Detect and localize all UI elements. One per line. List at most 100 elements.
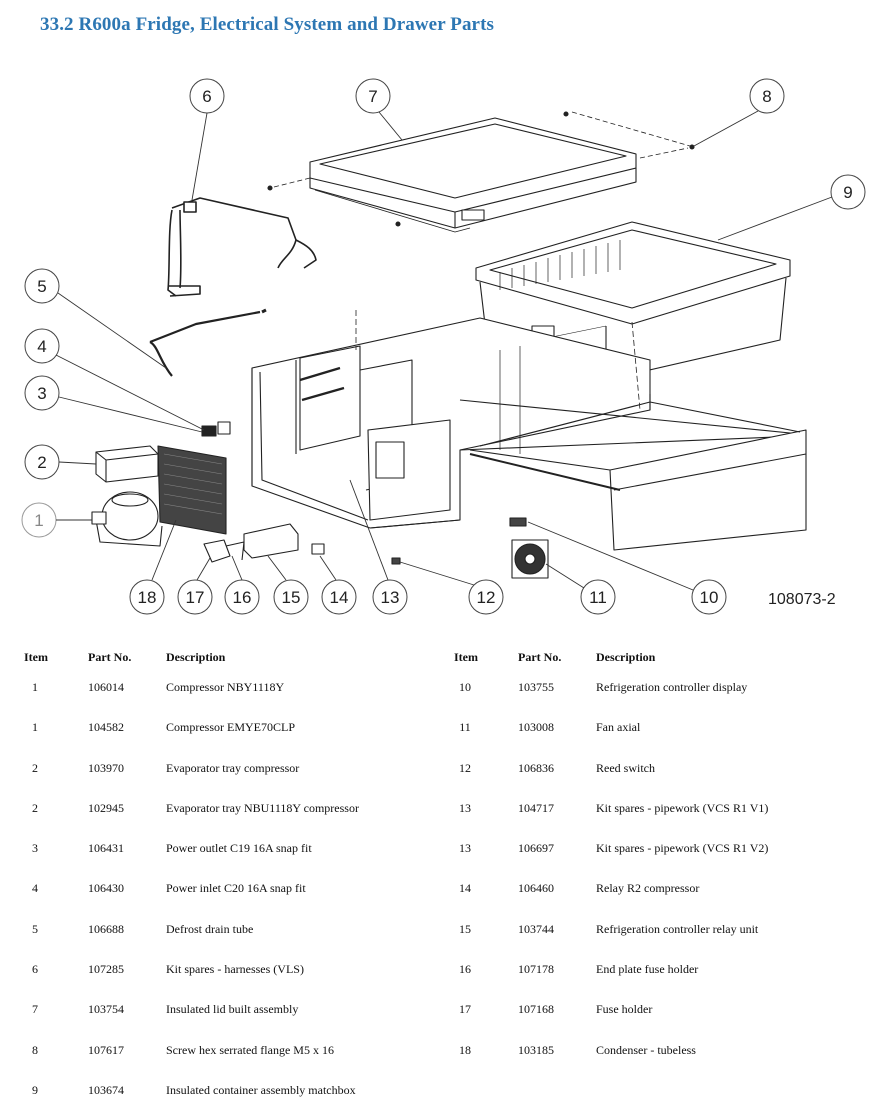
callout-14: 14 (330, 588, 349, 607)
row-item: 16 (459, 962, 471, 977)
row-item: 13 (459, 800, 471, 815)
row-part-no: 107617 (88, 1042, 124, 1057)
row-part-no: 106431 (88, 841, 124, 856)
row-description: Kit spares - pipework (VCS R1 V2) (596, 841, 769, 856)
row-part-no: 103008 (518, 720, 554, 735)
row-description: Screw hex serrated flange M5 x 16 (166, 1042, 334, 1057)
row-item: 3 (32, 841, 38, 856)
callout-8: 8 (762, 87, 771, 106)
row-description: Kit spares - pipework (VCS R1 V1) (596, 800, 769, 815)
row-part-no: 106014 (88, 680, 124, 694)
parts-table-left: Item Part No. Description 1 106014 Compres… (0, 650, 440, 1113)
row-part-no: 103970 (88, 760, 124, 775)
row-part-no: 103185 (518, 1042, 554, 1057)
table-row: 8 107617 Screw hex serrated flange M5 x 16 (0, 1033, 440, 1073)
row-description: Kit spares - harnesses (VLS) (166, 962, 304, 977)
row-part-no: 103755 (518, 680, 554, 694)
table-row: 12 106836 Reed switch (440, 751, 874, 791)
table-row: 2 102945 Evaporator tray NBU1118Y compress… (0, 791, 440, 831)
row-description: Fan axial (596, 720, 641, 735)
header-item: Item (24, 650, 48, 664)
callout-2: 2 (37, 453, 46, 472)
row-part-no: 106430 (88, 881, 124, 896)
callout-10: 10 (700, 588, 719, 607)
callout-7: 7 (368, 87, 377, 106)
row-part-no: 106697 (518, 841, 554, 856)
row-part-no: 107285 (88, 962, 124, 977)
table-row: 13 106697 Kit spares - pipework (VCS R1 V2… (440, 831, 874, 871)
row-description: Evaporator tray NBU1118Y compressor (166, 800, 359, 815)
row-item: 8 (32, 1042, 38, 1057)
row-description: Refrigeration controller display (596, 680, 748, 694)
table-row: 1 106014 Compressor NBY1118Y (0, 670, 440, 710)
row-item: 18 (459, 1042, 471, 1057)
row-description: Fuse holder (596, 1002, 653, 1017)
row-item: 6 (32, 962, 38, 977)
callout-15: 15 (282, 588, 301, 607)
relay-unit-drawing (243, 523, 299, 559)
row-item: 2 (32, 800, 38, 815)
row-description: End plate fuse holder (596, 962, 699, 977)
evaporator-tray-drawing (95, 445, 159, 483)
table-row: 3 106431 Power outlet C19 16A snap fit (0, 831, 440, 871)
row-item: 14 (459, 881, 471, 896)
row-item: 7 (32, 1002, 38, 1017)
callout-17: 17 (186, 588, 205, 607)
callout-16: 16 (233, 588, 252, 607)
row-part-no: 106836 (518, 760, 554, 775)
drain-tube-drawing (149, 341, 173, 377)
callout-12: 12 (477, 588, 496, 607)
callout-18: 18 (138, 588, 157, 607)
row-description: Insulated container assembly matchbox (166, 1082, 356, 1097)
chassis-drawing (251, 317, 807, 551)
row-item: 12 (459, 760, 471, 775)
callout-3: 3 (37, 384, 46, 403)
exploded-parts-diagram: 6 7 8 9 5 4 3 2 1 18 17 16 15 14 13 12 1… (21, 78, 866, 615)
table-row: 15 103744 Refrigeration controller relay u… (440, 912, 874, 952)
callout-1: 1 (34, 511, 43, 530)
table-row: 10 103755 Refrigeration controller display (440, 670, 874, 710)
table-row: 6 107285 Kit spares - harnesses (VLS) (0, 952, 440, 992)
row-description: Insulated lid built assembly (166, 1002, 299, 1017)
compressor-drawing (91, 491, 163, 547)
row-item: 17 (459, 1002, 471, 1017)
header-part-no: Part No. (88, 650, 132, 664)
row-item: 4 (32, 881, 38, 896)
row-description: Reed switch (596, 760, 655, 775)
row-description: Compressor NBY1118Y (166, 680, 285, 694)
row-part-no: 103744 (518, 921, 554, 936)
row-item: 1 (32, 680, 38, 694)
row-description: Evaporator tray compressor (166, 760, 300, 775)
row-item: 2 (32, 760, 38, 775)
callout-4: 4 (37, 337, 46, 356)
row-part-no: 106688 (88, 921, 124, 936)
row-part-no: 104582 (88, 720, 124, 735)
row-item: 13 (459, 841, 471, 856)
row-description: Defrost drain tube (166, 921, 254, 936)
row-item: 9 (32, 1082, 38, 1097)
callout-9: 9 (843, 183, 852, 202)
row-item: 1 (32, 720, 38, 735)
row-description: Power inlet C20 16A snap fit (166, 881, 306, 896)
row-item: 15 (459, 921, 471, 936)
row-description: Refrigeration controller relay unit (596, 921, 759, 936)
row-part-no: 107178 (518, 962, 554, 977)
insulated-lid-drawing (309, 117, 637, 233)
table-row: 16 107178 End plate fuse holder (440, 952, 874, 992)
table-row: 2 103970 Evaporator tray compressor (0, 751, 440, 791)
header-description: Description (166, 650, 226, 664)
row-description: Power outlet C19 16A snap fit (166, 841, 312, 856)
table-row: 18 103185 Condenser - tubeless (440, 1033, 874, 1073)
row-part-no: 102945 (88, 800, 124, 815)
row-item: 10 (459, 680, 471, 694)
callout-13: 13 (381, 588, 400, 607)
row-description: Condenser - tubeless (596, 1042, 696, 1057)
